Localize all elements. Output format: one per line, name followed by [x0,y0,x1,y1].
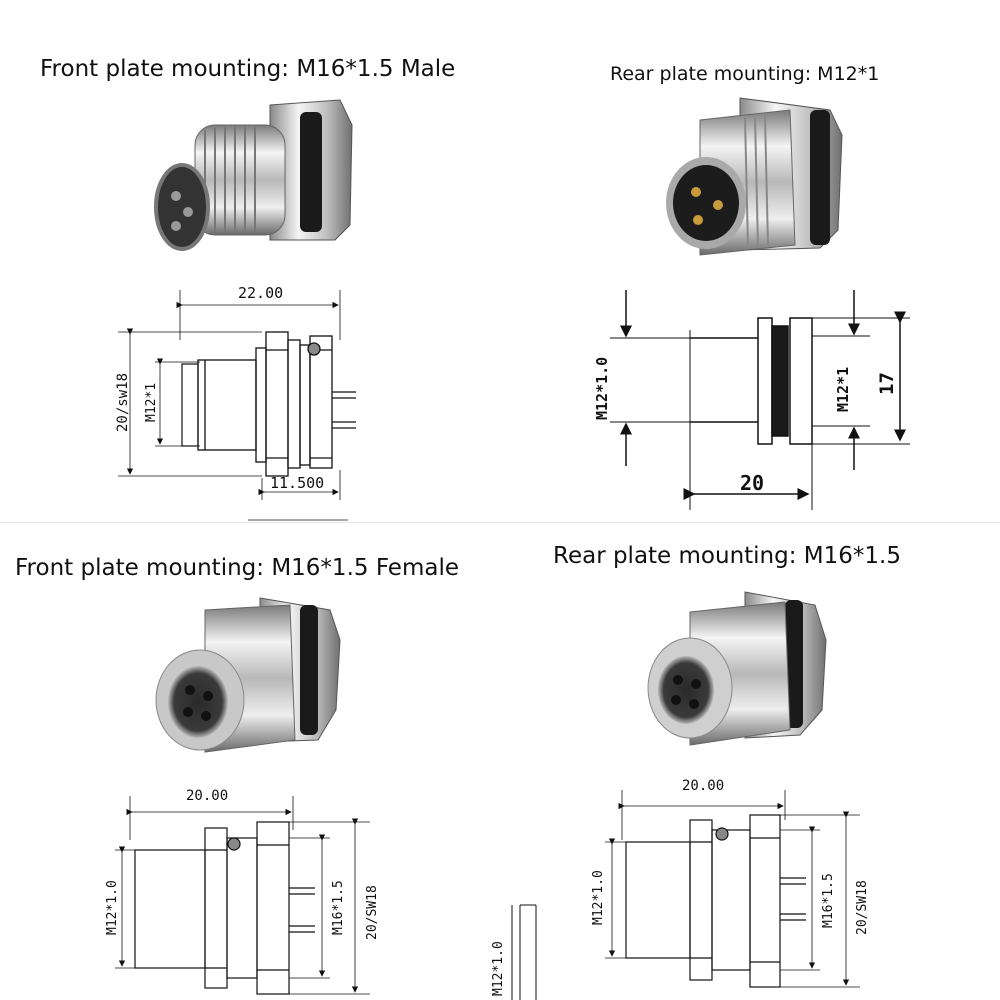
drawing-front-male [118,290,356,521]
dim-bottom-20: 20 [740,471,764,495]
dim-bottom-11500: 11.500 [270,474,324,492]
photo-rear-m12-connector [666,97,843,256]
dim-left-m12: M12*1.0 [105,880,120,935]
dim-length-22: 22.00 [238,284,283,302]
dim-top-20-rear: 20.00 [682,778,724,794]
photo-front-male-connector [154,99,353,251]
dim-left-m12-rear: M12*1.0 [591,870,606,925]
panel-title-rear-m12: Rear plate mounting: M12*1 [610,63,880,85]
dim-left-m12x1-0: M12*1.0 [593,357,611,420]
dim-mid-m12x1: M12*1 [834,367,852,412]
dim-top-20: 20.00 [186,788,228,804]
drawing-rear-m12 [610,290,910,510]
dim-right-17: 17 [876,372,898,395]
dim-mid-m16: M16*1.5 [331,880,346,935]
panel-title-front-male: Front plate mounting: M16*1.5 Male [40,56,456,82]
photo-rear-m16-connector [647,591,827,746]
dim-mid-m16-rear: M16*1.5 [821,873,836,928]
drawing-front-female [115,796,370,995]
panel-separator [0,522,1000,523]
drawing-rear-m16 [511,790,860,1000]
photo-front-female-connector [155,597,341,753]
panel-title-front-female: Front plate mounting: M16*1.5 Female [15,555,459,581]
dim-side-inner: M12*1 [144,383,159,422]
dim-side-outer: 20/sw18 [115,373,131,432]
dim-right-sw18-rear: 20/SW18 [855,880,870,935]
dim-right-sw18: 20/SW18 [365,885,380,940]
dim-stray-m12: M12*1.0 [491,941,506,996]
panel-title-rear-m16: Rear plate mounting: M16*1.5 [553,543,901,569]
